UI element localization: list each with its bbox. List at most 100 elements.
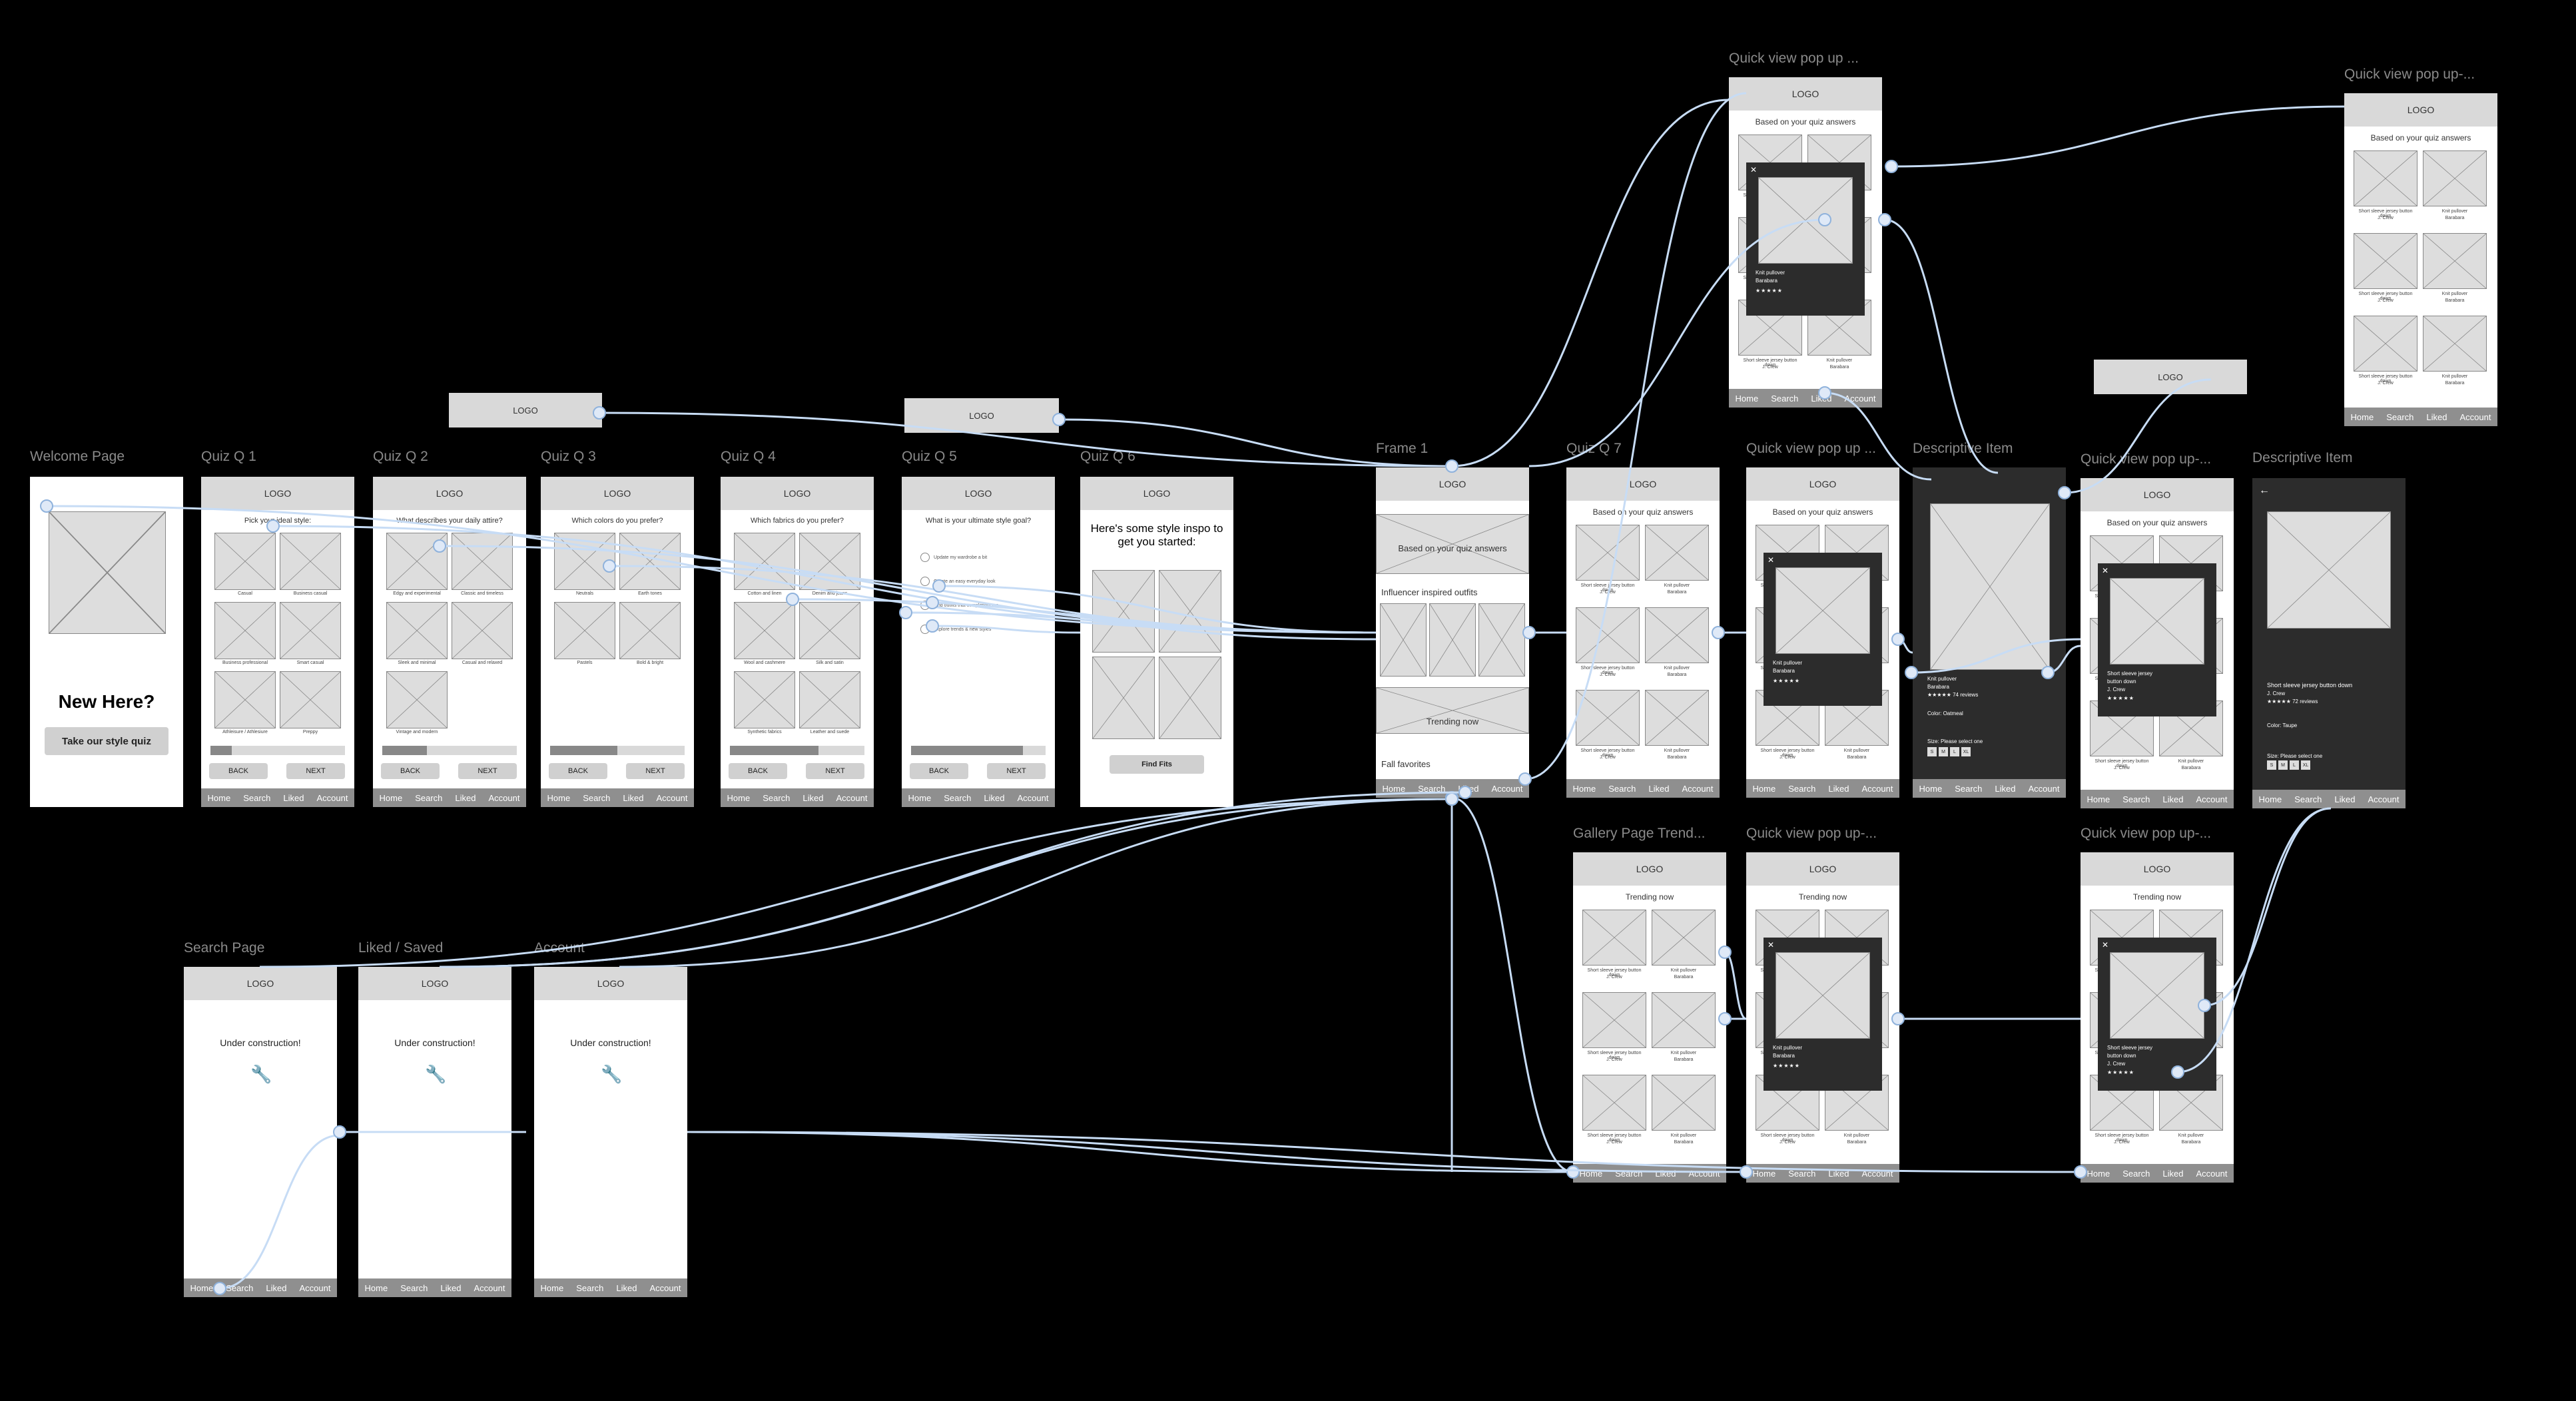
find-fits-button[interactable]: Find Fits (1110, 755, 1204, 774)
take-quiz-button[interactable]: Take our style quiz (45, 727, 168, 755)
option-image[interactable] (214, 602, 276, 659)
option-image[interactable] (280, 533, 341, 590)
nav-home[interactable]: Home (1579, 1168, 1603, 1179)
nav-search[interactable]: Search (944, 792, 972, 803)
nav-home[interactable]: Home (540, 1282, 564, 1293)
nav-liked[interactable]: Liked (266, 1282, 287, 1293)
nav-account[interactable]: Account (1844, 393, 1876, 404)
nav-account[interactable]: Account (1682, 783, 1714, 794)
back-button[interactable]: BACK (729, 763, 787, 779)
nav-search[interactable]: Search (1955, 783, 1983, 794)
nav-account[interactable]: Account (656, 792, 688, 803)
product-thumbnail[interactable] (1576, 525, 1640, 581)
nav-search[interactable]: Search (400, 1282, 428, 1293)
quick-view-popup[interactable]: ✕ Knit pullover Barabara ★★★★★ (1764, 938, 1882, 1091)
nav-liked[interactable]: Liked (440, 1282, 462, 1293)
influencer-outfit[interactable] (1429, 603, 1476, 677)
back-arrow-icon[interactable]: ← (2259, 485, 2270, 496)
nav-search[interactable]: Search (576, 1282, 604, 1293)
nav-search[interactable]: Search (2122, 1168, 2150, 1179)
back-button[interactable]: BACK (209, 763, 268, 779)
answer-radio[interactable]: Update my wardrobe a bit (920, 553, 1044, 565)
nav-home[interactable]: Home (2087, 1168, 2110, 1179)
next-button[interactable]: NEXT (286, 763, 345, 779)
option-image[interactable] (452, 533, 513, 590)
option-image[interactable] (554, 602, 615, 659)
nav-liked[interactable]: Liked (2162, 794, 2184, 804)
option-image[interactable] (214, 533, 276, 590)
nav-home[interactable]: Home (547, 792, 571, 803)
nav-account[interactable]: Account (1491, 783, 1523, 794)
nav-liked[interactable]: Liked (2334, 794, 2356, 804)
nav-liked[interactable]: Liked (616, 1282, 637, 1293)
nav-account[interactable]: Account (474, 1282, 505, 1293)
quick-view-popup[interactable]: ✕ Knit pullover Barabara ★★★★★ (1764, 553, 1882, 706)
option-image[interactable] (214, 671, 276, 728)
nav-liked[interactable]: Liked (1995, 783, 2016, 794)
nav-search[interactable]: Search (2386, 412, 2414, 422)
nav-search[interactable]: Search (226, 1282, 254, 1293)
nav-home[interactable]: Home (1572, 783, 1596, 794)
nav-account[interactable]: Account (2459, 412, 2491, 422)
close-icon[interactable]: ✕ (1768, 555, 1775, 565)
close-icon[interactable]: ✕ (2102, 940, 2109, 950)
nav-search[interactable]: Search (1771, 393, 1799, 404)
nav-liked[interactable]: Liked (1458, 783, 1479, 794)
product-thumbnail[interactable] (1645, 607, 1709, 663)
nav-search[interactable]: Search (1788, 1168, 1816, 1179)
product-thumbnail[interactable] (1652, 910, 1716, 966)
nav-search[interactable]: Search (243, 792, 271, 803)
nav-account[interactable]: Account (488, 792, 520, 803)
nav-home[interactable]: Home (2350, 412, 2374, 422)
next-button[interactable]: NEXT (806, 763, 864, 779)
nav-search[interactable]: Search (415, 792, 443, 803)
answer-radio[interactable]: Find outfits that compliment me (920, 601, 1044, 613)
nav-search[interactable]: Search (2122, 794, 2150, 804)
nav-home[interactable]: Home (2087, 794, 2110, 804)
option-image[interactable] (619, 533, 681, 590)
product-thumbnail[interactable] (1582, 910, 1646, 966)
back-button[interactable]: BACK (910, 763, 968, 779)
option-image[interactable] (734, 671, 795, 728)
nav-account[interactable]: Account (2368, 794, 2400, 804)
nav-liked[interactable]: Liked (283, 792, 304, 803)
product-thumbnail[interactable] (1576, 607, 1640, 663)
nav-search[interactable]: Search (583, 792, 611, 803)
product-thumbnail[interactable] (1645, 525, 1709, 581)
quick-view-popup[interactable]: ✕ Short sleeve jersey button down J. Cre… (2098, 563, 2216, 716)
option-image[interactable] (734, 602, 795, 659)
nav-home[interactable]: Home (2258, 794, 2282, 804)
nav-search[interactable]: Search (1418, 783, 1446, 794)
trending-banner[interactable] (1376, 687, 1529, 734)
nav-liked[interactable]: Liked (623, 792, 644, 803)
product-thumbnail[interactable] (2423, 233, 2487, 289)
product-thumbnail[interactable] (2423, 150, 2487, 206)
option-image[interactable] (280, 602, 341, 659)
product-thumbnail[interactable] (2354, 316, 2417, 372)
next-button[interactable]: NEXT (987, 763, 1046, 779)
nav-home[interactable]: Home (1752, 1168, 1776, 1179)
influencer-outfit[interactable] (1478, 603, 1525, 677)
nav-account[interactable]: Account (2196, 1168, 2228, 1179)
option-image[interactable] (734, 533, 795, 590)
product-thumbnail[interactable] (2354, 233, 2417, 289)
nav-liked[interactable]: Liked (1828, 783, 1849, 794)
nav-liked[interactable]: Liked (1828, 1168, 1849, 1179)
back-button[interactable]: BACK (549, 763, 607, 779)
nav-home[interactable]: Home (207, 792, 231, 803)
nav-home[interactable]: Home (908, 792, 932, 803)
quick-view-popup[interactable]: ✕ Short sleeve jersey button down J. Cre… (2098, 938, 2216, 1091)
option-image[interactable] (799, 533, 860, 590)
nav-home[interactable]: Home (379, 792, 403, 803)
next-button[interactable]: NEXT (458, 763, 517, 779)
quick-view-popup[interactable]: ✕ Knit pullover Barabara ★★★★★ (1746, 162, 1865, 316)
nav-account[interactable]: Account (316, 792, 348, 803)
nav-search[interactable]: Search (1615, 1168, 1643, 1179)
product-thumbnail[interactable] (2354, 150, 2417, 206)
option-image[interactable] (452, 602, 513, 659)
option-image[interactable] (280, 671, 341, 728)
nav-account[interactable]: Account (1688, 1168, 1720, 1179)
close-icon[interactable]: ✕ (1750, 165, 1758, 174)
nav-liked[interactable]: Liked (1655, 1168, 1676, 1179)
